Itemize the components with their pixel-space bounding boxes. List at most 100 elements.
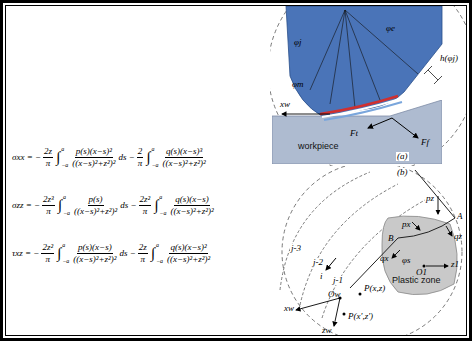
denominator: π bbox=[45, 206, 52, 216]
inner-frame bbox=[6, 6, 467, 336]
load-arrow bbox=[392, 250, 400, 258]
tool-body bbox=[286, 6, 442, 116]
denominator: ((x−s)²+z²)² bbox=[166, 254, 211, 264]
equation-term: ds − bbox=[119, 152, 135, 162]
force-arrow bbox=[368, 118, 392, 128]
denominator: ((x−s)²+z²)² bbox=[72, 254, 117, 264]
plastic-zone-shape bbox=[378, 214, 460, 298]
force-label: Ff bbox=[421, 138, 429, 147]
axis-label: xw bbox=[284, 304, 294, 313]
integral-sign: ∫ bbox=[151, 246, 155, 261]
fraction: 2z²π bbox=[139, 194, 152, 216]
dimension-line bbox=[434, 76, 442, 84]
integral-sign: ∫ bbox=[56, 150, 60, 165]
dashed-circle bbox=[282, 166, 462, 335]
thickness-label: h(φj) bbox=[440, 54, 458, 63]
integral-limits: a−a bbox=[159, 194, 166, 216]
fan-line bbox=[330, 10, 345, 104]
plastic-zone: Plastic zone bbox=[378, 214, 460, 298]
fraction: p(s)(x−s)²((x−s)²+z²)² bbox=[71, 146, 116, 168]
denominator: π bbox=[137, 158, 144, 168]
fan-line bbox=[345, 10, 418, 74]
denominator: ((x−s)²+z²)² bbox=[162, 158, 207, 168]
axis-label: xw bbox=[280, 100, 290, 109]
dimension-line bbox=[428, 70, 438, 80]
point-label: O1 bbox=[416, 268, 427, 277]
dimension-line bbox=[424, 66, 432, 74]
equation-term: σxx = − bbox=[12, 152, 41, 162]
axis-arrow bbox=[296, 298, 340, 310]
denominator: π bbox=[142, 206, 149, 216]
rake-face bbox=[415, 170, 455, 218]
denominator: π bbox=[45, 158, 52, 168]
numerator: p(s) bbox=[88, 194, 104, 205]
integral-sign: ∫ bbox=[57, 246, 61, 261]
integral-sign: ∫ bbox=[154, 198, 158, 213]
point-label: Ow bbox=[328, 290, 341, 299]
fraction: q(s)(x−s)((x−s)²+z²)² bbox=[169, 194, 214, 216]
panel-a bbox=[270, 6, 466, 166]
angle-label: φs bbox=[402, 256, 410, 265]
integral: ∫a −a bbox=[57, 242, 69, 264]
fraction: q(s)(x−s)³((x−s)²+z²)² bbox=[162, 146, 207, 168]
chip-strip bbox=[320, 96, 398, 114]
fan-line bbox=[345, 10, 355, 108]
upper-limit: a bbox=[62, 242, 69, 248]
direction-label: i bbox=[320, 272, 323, 281]
denominator: ((x−s)²+z²)² bbox=[73, 206, 118, 216]
fraction: p(s)(x−s)((x−s)²+z²)² bbox=[72, 242, 117, 264]
load-label: qz bbox=[454, 232, 462, 241]
dashed-circle bbox=[270, 6, 466, 166]
integral-sign: ∫ bbox=[146, 150, 150, 165]
equation-row: τxz = −2z²π∫a−ap(s)(x−s)((x−s)²+z²)²ds −… bbox=[12, 242, 213, 264]
fan-lines bbox=[310, 10, 418, 108]
denominator: π bbox=[140, 254, 147, 264]
numerator: 2z bbox=[43, 146, 53, 157]
point-label: P(x,z) bbox=[364, 284, 385, 293]
equation-term: ds − bbox=[120, 200, 136, 210]
numerator: q(s)(x−s)³ bbox=[165, 146, 203, 157]
numerator: q(s)(x−s) bbox=[174, 194, 210, 205]
integral: ∫a −a bbox=[151, 242, 163, 264]
denominator: ((x−s)²+z²)² bbox=[169, 206, 214, 216]
numerator: q(s)(x−s)² bbox=[169, 242, 207, 253]
lower-limit: −a bbox=[61, 162, 68, 168]
point-dot bbox=[343, 313, 346, 316]
axis-label: z1 bbox=[451, 260, 459, 269]
axis-arrow bbox=[334, 298, 340, 326]
integral: ∫a−a bbox=[58, 194, 70, 216]
point-dot bbox=[359, 293, 362, 296]
equation-row: σxx = −2zπ∫a−ap(s)(x−s)²((x−s)²+z²)²ds −… bbox=[12, 146, 209, 168]
lower-limit: −a bbox=[156, 258, 163, 264]
pass-label: j-3 bbox=[290, 244, 302, 253]
integral-limits: a−a bbox=[61, 146, 68, 168]
lower-limit: −a bbox=[62, 258, 69, 264]
angle-label: φj bbox=[294, 38, 301, 47]
integral-limits: a −a bbox=[156, 242, 163, 264]
panel-b bbox=[280, 166, 462, 335]
point-label: P(x',z') bbox=[348, 312, 373, 321]
fraction: 2z³π bbox=[42, 194, 55, 216]
pass-label: j-2 bbox=[312, 258, 324, 267]
load-label: qx bbox=[380, 254, 389, 263]
pass-label: j-1 bbox=[332, 276, 344, 285]
numerator: 2z³ bbox=[42, 194, 55, 205]
numerator: 2 bbox=[137, 146, 144, 157]
integral-limits: a−a bbox=[63, 194, 70, 216]
force-arrow bbox=[392, 118, 418, 138]
fraction: p(s)((x−s)²+z²)² bbox=[73, 194, 118, 216]
fan-line bbox=[310, 10, 345, 90]
direction-arrow bbox=[326, 258, 336, 270]
integral-limits: a−a bbox=[151, 146, 158, 168]
load-arrow bbox=[412, 222, 420, 230]
upper-limit: a bbox=[151, 146, 158, 152]
fraction: 2zπ bbox=[138, 242, 148, 264]
point-label: A bbox=[457, 212, 463, 221]
load-label: pz bbox=[426, 194, 434, 203]
upper-limit: a bbox=[156, 242, 163, 248]
fraction: q(s)(x−s)²((x−s)²+z²)² bbox=[166, 242, 211, 264]
panel-label: (a) bbox=[396, 152, 409, 161]
equation-term: ds − bbox=[119, 248, 135, 258]
equation-term: τxz = − bbox=[12, 248, 39, 258]
integral: ∫a−a bbox=[56, 146, 68, 168]
